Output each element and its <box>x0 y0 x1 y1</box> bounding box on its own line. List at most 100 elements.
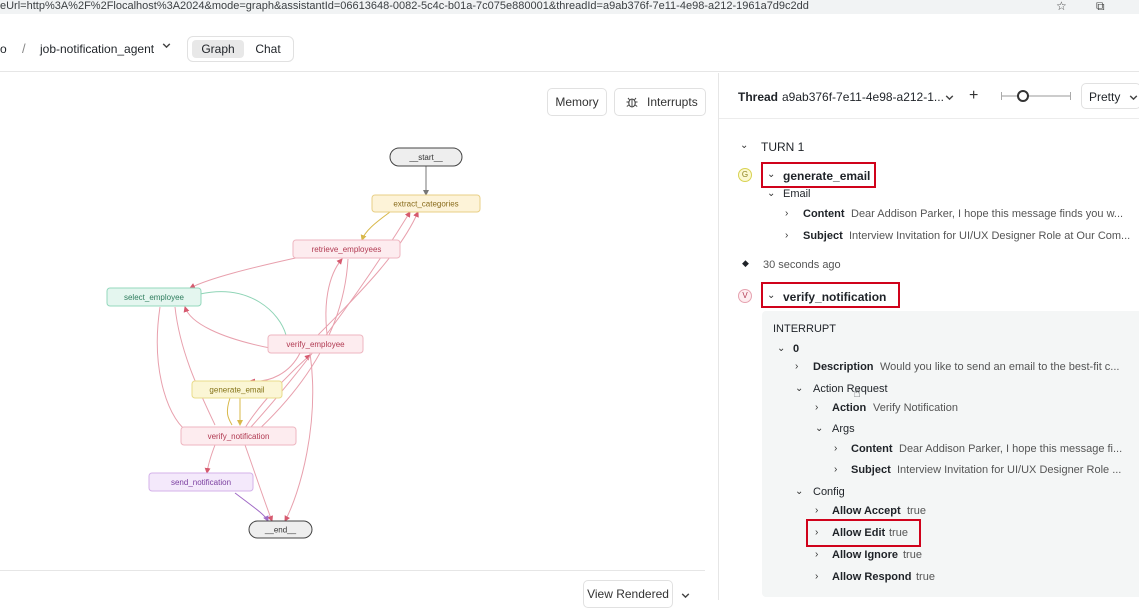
view-rendered-button[interactable]: View Rendered <box>583 580 673 608</box>
field-key-action[interactable]: Action <box>832 402 867 414</box>
breadcrumb-root[interactable]: o <box>0 42 7 56</box>
field-key-args-subject[interactable]: Subject <box>851 464 891 476</box>
field-value-allow-ignore: true <box>903 549 922 561</box>
node-select-employee[interactable]: select_employee <box>106 287 202 307</box>
field-key-allow-respond[interactable]: Allow Respond <box>832 571 912 583</box>
field-value-allow-edit: true <box>889 527 908 539</box>
thread-toolbar: Thread a9ab376f-7e11-4e98-a212-1... + Pr… <box>719 73 1139 119</box>
chevron-down-icon[interactable]: ⌄ <box>767 169 776 180</box>
memory-button[interactable]: Memory <box>547 88 607 116</box>
thread-label: Thread <box>738 90 779 104</box>
chevron-down-icon[interactable]: ⌄ <box>777 343 786 354</box>
node-badge-generate: G <box>738 168 752 182</box>
node-name-verify-notification[interactable]: verify_notification <box>783 290 887 304</box>
url-text[interactable]: eUrl=http%3A%2F%2Flocalhost%3A2024&mode=… <box>0 0 809 12</box>
field-value-args-subject: Interview Invitation for UI/UX Designer … <box>897 464 1122 476</box>
chevron-down-icon[interactable]: ⌄ <box>815 423 824 434</box>
chevron-right-icon[interactable]: › <box>815 549 819 560</box>
svg-text:__start__: __start__ <box>408 153 443 162</box>
field-value-action: Verify Notification <box>873 402 958 414</box>
field-value-args-content: Dear Addison Parker, I hope this message… <box>899 443 1123 455</box>
cursor-hand-icon: ☝ <box>853 385 861 400</box>
interrupt-label: INTERRUPT <box>773 323 836 335</box>
interrupts-button[interactable]: Interrupts <box>614 88 706 116</box>
interrupt-index[interactable]: 0 <box>793 343 800 355</box>
node-badge-verify: V <box>738 289 752 303</box>
node-verify-employee[interactable]: verify_employee <box>267 334 364 354</box>
svg-text:verify_employee: verify_employee <box>286 340 345 349</box>
chevron-right-icon[interactable]: › <box>815 505 819 516</box>
field-value-allow-accept: true <box>907 505 926 517</box>
chevron-down-icon[interactable] <box>161 40 172 54</box>
thread-panel: Thread a9ab376f-7e11-4e98-a212-1... + Pr… <box>719 73 1139 600</box>
chevron-right-icon[interactable]: › <box>815 571 819 582</box>
svg-text:send_notification: send_notification <box>171 478 231 487</box>
node-retrieve-employees[interactable]: retrieve_employees <box>292 239 401 259</box>
chevron-right-icon[interactable]: › <box>815 527 819 538</box>
field-value-content: Dear Addison Parker, I hope this message… <box>851 208 1124 220</box>
field-key-description[interactable]: Description <box>813 361 874 373</box>
field-group-action-request[interactable]: Action Request <box>813 383 888 395</box>
field-key-allow-ignore[interactable]: Allow Ignore <box>832 549 898 561</box>
history-slider[interactable] <box>1001 89 1071 103</box>
chevron-right-icon[interactable]: › <box>815 402 819 413</box>
field-key-subject[interactable]: Subject <box>803 230 843 242</box>
interrupts-label: Interrupts <box>647 95 698 109</box>
tab-graph[interactable]: Graph <box>192 40 244 58</box>
panel-divider[interactable] <box>718 73 719 600</box>
tab-chat[interactable]: Chat <box>255 42 281 56</box>
svg-text:select_employee: select_employee <box>124 293 185 302</box>
node-generate-email[interactable]: generate_email <box>191 380 283 399</box>
svg-text:generate_email: generate_email <box>209 386 264 395</box>
node-extract-categories[interactable]: extract_categories <box>371 194 481 213</box>
breadcrumb-separator: / <box>22 41 26 56</box>
add-thread-icon[interactable]: + <box>969 87 979 104</box>
diamond-icon: ◆ <box>742 258 749 268</box>
chevron-right-icon[interactable]: › <box>785 208 789 219</box>
bookmark-star-icon[interactable]: ☆ <box>1056 0 1067 13</box>
turn-label[interactable]: TURN 1 <box>761 140 805 154</box>
chevron-down-icon[interactable]: ⌄ <box>795 486 804 497</box>
node-start[interactable]: __start__ <box>389 147 463 167</box>
browser-address-bar[interactable]: eUrl=http%3A%2F%2Flocalhost%3A2024&mode=… <box>0 0 1139 14</box>
view-mode-select[interactable]: Pretty <box>1081 83 1139 109</box>
node-send-notification[interactable]: send_notification <box>148 472 254 492</box>
node-verify-notification[interactable]: verify_notification <box>180 426 297 446</box>
field-group-email[interactable]: Email <box>783 188 811 200</box>
chevron-down-icon[interactable]: ⌄ <box>795 383 804 394</box>
chevron-right-icon[interactable]: › <box>834 464 838 475</box>
svg-text:retrieve_employees: retrieve_employees <box>312 245 382 254</box>
chevron-right-icon[interactable]: › <box>795 361 799 372</box>
chevron-down-icon[interactable] <box>680 588 691 606</box>
node-end[interactable]: __end__ <box>248 520 313 539</box>
interrupt-panel <box>762 311 1139 597</box>
svg-text:__end__: __end__ <box>264 526 297 535</box>
chevron-down-icon[interactable]: ⌄ <box>767 290 776 301</box>
bug-icon <box>625 89 639 118</box>
field-group-config[interactable]: Config <box>813 486 845 498</box>
chevron-down-icon <box>1128 90 1139 108</box>
graph-canvas[interactable]: __start__ extract_categories retrieve_em… <box>0 73 718 570</box>
field-value-allow-respond: true <box>916 571 935 583</box>
extensions-icon[interactable]: ⧉ <box>1096 0 1105 13</box>
graph-footer-divider <box>0 570 705 571</box>
field-group-args[interactable]: Args <box>832 423 855 435</box>
chevron-right-icon[interactable]: › <box>785 230 789 241</box>
chevron-right-icon[interactable]: › <box>834 443 838 454</box>
highlight-box <box>806 519 921 547</box>
field-key-allow-edit[interactable]: Allow Edit <box>832 527 886 539</box>
highlight-box <box>761 162 876 188</box>
field-key-content[interactable]: Content <box>803 208 845 220</box>
node-name-generate-email[interactable]: generate_email <box>783 169 871 183</box>
agent-selector[interactable]: job-notification_agent <box>40 42 155 56</box>
highlight-box <box>761 282 900 308</box>
graph-panel: Memory Interrupts <box>0 73 718 608</box>
field-key-allow-accept[interactable]: Allow Accept <box>832 505 901 517</box>
view-mode-toggle: Graph Chat <box>187 36 294 62</box>
chevron-down-icon[interactable]: ⌄ <box>740 140 749 151</box>
field-key-args-content[interactable]: Content <box>851 443 893 455</box>
chevron-down-icon[interactable] <box>944 90 955 108</box>
chevron-down-icon[interactable]: ⌄ <box>767 188 776 199</box>
app-header: o / job-notification_agent Graph Chat <box>0 22 1139 72</box>
thread-selector[interactable]: a9ab376f-7e11-4e98-a212-1... <box>782 90 944 104</box>
